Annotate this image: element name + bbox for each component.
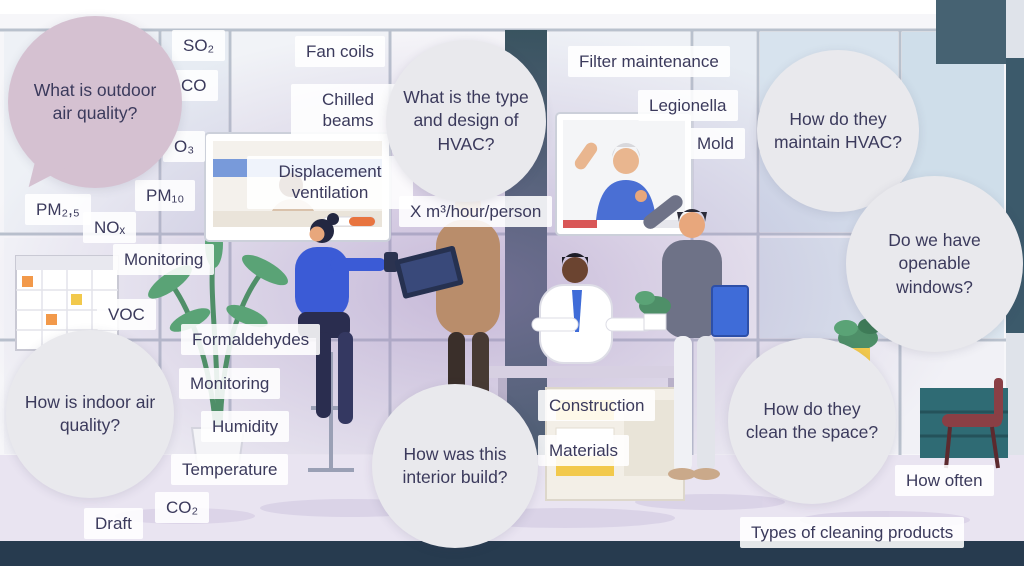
- bubble-text: How was this interior build?: [402, 443, 508, 487]
- bubble-hvac-maintenance: How do they maintain HVAC?: [757, 50, 919, 212]
- bubble-hvac-type-design: What is the type and design of HVAC?: [386, 40, 546, 202]
- label-text: Fan coils: [306, 42, 375, 61]
- label-text: How often: [906, 471, 983, 490]
- label-monitoring-outdoor: Monitoring: [113, 244, 215, 276]
- label-text: Humidity: [212, 417, 279, 436]
- label-monitoring-indoor: Monitoring: [179, 368, 281, 400]
- label-legionella: Legionella: [638, 90, 738, 122]
- label-humidity: Humidity: [201, 411, 290, 443]
- label-text: Materials: [549, 441, 618, 460]
- label-text: Monitoring: [124, 250, 204, 269]
- label-formaldehydes: Formaldehydes: [181, 324, 321, 356]
- label-voc: VOC: [97, 299, 156, 331]
- bubble-openable-windows: Do we have openable windows?: [846, 176, 1023, 352]
- label-displacement-ventilation: Displacement ventilation: [247, 156, 413, 209]
- video-call-screen-right: [555, 112, 693, 236]
- label-materials: Materials: [538, 435, 629, 467]
- person-at-desk: [531, 253, 653, 364]
- label-text: NOₓ: [94, 218, 126, 237]
- bubble-outdoor-air-quality: What is outdoor air quality?: [8, 16, 182, 188]
- label-text: Chilled beams: [322, 90, 374, 131]
- label-nox: NOₓ: [83, 212, 137, 244]
- label-text: Filter maintenance: [579, 52, 719, 71]
- label-text: Temperature: [182, 460, 278, 479]
- label-text: Construction: [549, 396, 645, 415]
- bubble-text: How do they maintain HVAC?: [773, 108, 903, 152]
- label-draft: Draft: [84, 508, 143, 540]
- label-text: O₃: [174, 137, 195, 156]
- label-text: Legionella: [649, 96, 727, 115]
- chair-red: [942, 378, 1003, 469]
- label-construction: Construction: [538, 390, 656, 422]
- label-cleaning-products: Types of cleaning products: [740, 517, 965, 549]
- label-pm10: PM₁₀: [135, 180, 196, 212]
- bubble-text: How do they clean the space?: [745, 398, 879, 442]
- ceiling-beam: [936, 0, 1006, 64]
- bubble-indoor-air-quality: How is indoor air quality?: [6, 330, 174, 498]
- bubble-text: What is the type and design of HVAC?: [403, 87, 529, 154]
- label-co2: CO₂: [155, 492, 210, 524]
- label-text: PM₁₀: [146, 186, 185, 205]
- label-text: Mold: [697, 134, 734, 153]
- label-pm2-5: PM₂,₅: [25, 194, 91, 226]
- label-text: PM₂,₅: [36, 200, 80, 219]
- label-text: Monitoring: [190, 374, 270, 393]
- person-sitting-blue: [295, 213, 398, 472]
- label-text: Formaldehydes: [192, 330, 310, 349]
- label-temperature: Temperature: [171, 454, 289, 486]
- label-fan-coils: Fan coils: [295, 36, 386, 68]
- label-text: Draft: [95, 514, 132, 533]
- bubble-text: Do we have openable windows?: [888, 230, 981, 297]
- label-mold: Mold: [686, 128, 745, 160]
- bubble-cleaning: How do they clean the space?: [728, 338, 896, 504]
- label-text: SO₂: [183, 36, 215, 55]
- bubble-interior-build: How was this interior build?: [372, 384, 538, 548]
- label-text: Displacement ventilation: [278, 162, 382, 203]
- label-so2: SO₂: [172, 30, 226, 62]
- label-text: VOC: [108, 305, 145, 324]
- label-filter-maintenance: Filter maintenance: [568, 46, 730, 78]
- label-text: CO₂: [166, 498, 199, 517]
- label-text: CO: [181, 76, 207, 95]
- label-text: Types of cleaning products: [751, 523, 954, 542]
- plant-center: [635, 291, 671, 331]
- bubble-text: How is indoor air quality?: [24, 391, 156, 435]
- label-text: X m³/hour/person: [410, 202, 542, 221]
- person-standing-gray: [635, 190, 749, 480]
- label-how-often: How often: [895, 465, 994, 497]
- bubble-text: What is outdoor air quality?: [33, 79, 157, 123]
